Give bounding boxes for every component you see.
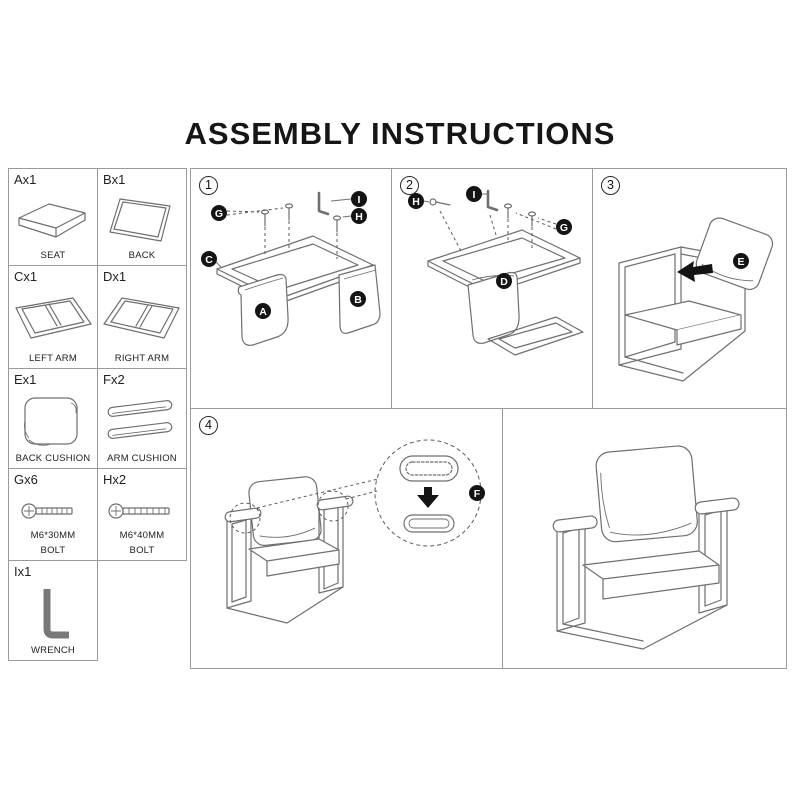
svg-text:B: B — [354, 294, 362, 306]
wrench-drawing — [43, 588, 69, 638]
bolt-icon-h — [429, 198, 451, 206]
callout-h: H — [351, 208, 367, 224]
svg-text:H: H — [355, 211, 363, 223]
insert-arrow-icon — [677, 261, 713, 282]
part-cell-back-cushion: Ex1 BACK CUSHION — [8, 368, 98, 469]
step3-panel: 3 E — [592, 168, 787, 409]
svg-text:D: D — [500, 276, 508, 288]
callout-a: A — [255, 303, 271, 319]
part-cell-seat: Ax1 SEAT — [8, 168, 98, 266]
back-cushion-part — [695, 217, 774, 291]
part-cell-bolt-h: Hx2 M6*40MM BOLT — [97, 468, 187, 561]
bolt-h-drawing — [108, 502, 170, 519]
svg-text:H: H — [412, 196, 420, 208]
back-drawing — [109, 198, 171, 242]
step1-panel: 1 G I H C — [190, 168, 392, 409]
svg-text:C: C — [205, 254, 213, 266]
step3-diagram: E — [618, 217, 774, 382]
step4-diagram: F — [224, 439, 485, 624]
part-spec-bolt-h: M6*40MM — [119, 530, 165, 541]
part-qty-seat: Ax1 — [14, 172, 37, 187]
callout-e: E — [733, 253, 749, 269]
callout-d: D — [496, 273, 512, 289]
bolt-g-drawing — [21, 502, 73, 519]
chair-back-cushion — [595, 445, 698, 543]
callout-f: F — [469, 485, 485, 501]
part-qty-back-cushion: Ex1 — [14, 372, 37, 387]
strap-detail — [403, 514, 455, 533]
bolt-icons — [503, 203, 537, 227]
part-caption-right-arm: RIGHT ARM — [114, 353, 170, 364]
assembled-chair-diagram — [552, 445, 740, 650]
final-view-panel — [502, 408, 787, 669]
step4-number: 4 — [199, 416, 218, 435]
callout-b: B — [350, 291, 366, 307]
part-caption-back-cushion: BACK CUSHION — [15, 453, 91, 464]
svg-text:E: E — [737, 256, 744, 268]
svg-text:I: I — [473, 189, 476, 201]
focus-circle-right — [317, 490, 349, 522]
part-caption-arm-cushion: ARM CUSHION — [107, 453, 177, 464]
part-cell-left-arm: Cx1 LEFT ARM — [8, 265, 98, 369]
callout-i: I — [466, 186, 482, 202]
part-caption-back: BACK — [128, 250, 156, 261]
svg-text:G: G — [560, 222, 568, 234]
callout-h: H — [408, 193, 424, 209]
part-qty-right-arm: Dx1 — [103, 269, 127, 284]
svg-text:G: G — [215, 208, 223, 220]
back-cushion-drawing — [24, 396, 78, 446]
down-arrow-icon — [417, 487, 439, 508]
part-cell-back: Bx1 BACK — [97, 168, 187, 266]
part-cell-wrench: Ix1 WRENCH — [8, 560, 98, 661]
part-caption-left-arm: LEFT ARM — [29, 353, 77, 364]
right-arm-drawing — [103, 297, 180, 339]
part-caption-wrench: WRENCH — [31, 645, 75, 656]
part-qty-arm-cushion: Fx2 — [103, 372, 125, 387]
step2-diagram: H I G D — [408, 186, 584, 356]
part-cell-bolt-g: Gx6 M6*30MM BOLT — [8, 468, 98, 561]
part-qty-wrench: Ix1 — [14, 564, 32, 579]
svg-text:A: A — [259, 306, 267, 318]
step1-number: 1 — [199, 176, 218, 195]
part-qty-back: Bx1 — [103, 172, 126, 187]
part-qty-left-arm: Cx1 — [14, 269, 38, 284]
part-cell-arm-cushion: Fx2 ARM CUSHION — [97, 368, 187, 469]
callout-c: C — [201, 251, 217, 267]
page-title: ASSEMBLY INSTRUCTIONS — [184, 116, 616, 151]
wrench-icon — [317, 191, 330, 216]
svg-text:I: I — [358, 194, 361, 206]
callout-g: G — [556, 219, 572, 235]
step3-number: 3 — [601, 176, 620, 195]
step1-diagram: G I H C A B — [201, 191, 381, 346]
part-caption-bolt-h: BOLT — [129, 545, 155, 556]
step2-panel: 2 H I — [391, 168, 593, 409]
arm-cushion-detail — [399, 455, 459, 482]
callout-i: I — [351, 191, 367, 207]
focus-circle-left — [229, 502, 261, 534]
part-qty-bolt-g: Gx6 — [14, 472, 38, 487]
step4-panel: 4 — [190, 408, 503, 669]
part-spec-bolt-g: M6*30MM — [30, 530, 76, 541]
part-qty-bolt-h: Hx2 — [103, 472, 127, 487]
step2-number: 2 — [400, 176, 419, 195]
left-arm-drawing — [15, 297, 92, 339]
wrench-icon — [486, 189, 499, 212]
part-caption-seat: SEAT — [40, 250, 66, 261]
svg-text:F: F — [474, 488, 481, 500]
callout-g: G — [211, 205, 227, 221]
bolt-icons — [260, 203, 342, 233]
part-cell-right-arm: Dx1 RIGHT ARM — [97, 265, 187, 369]
seat-drawing — [18, 203, 86, 238]
part-caption-bolt-g: BOLT — [40, 545, 66, 556]
arm-cushion-drawing — [107, 399, 173, 439]
